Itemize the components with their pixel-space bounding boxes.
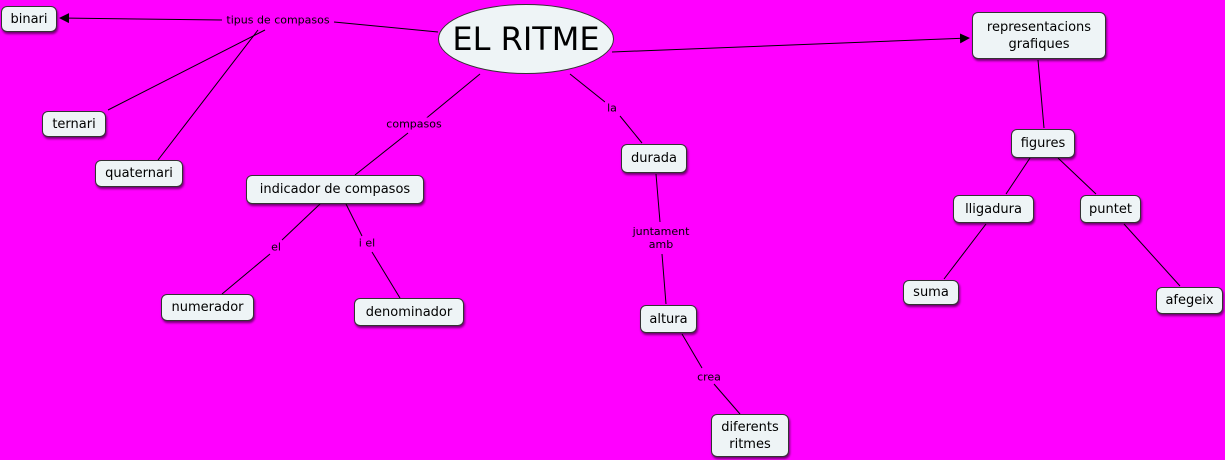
concept-altura[interactable]: altura — [640, 305, 697, 333]
link-durada-juntament — [655, 173, 661, 223]
concept-representacions-grafiques[interactable]: representacions grafiques — [972, 12, 1106, 59]
link-tipus-quaternari — [157, 29, 259, 161]
concept-durada[interactable]: durada — [621, 144, 687, 173]
link-root-la — [569, 73, 606, 103]
link-tipus-ternari — [107, 29, 266, 111]
concept-binari[interactable]: binari — [1, 6, 57, 32]
link-indicador-el — [281, 203, 321, 241]
concept-lligadura[interactable]: lligadura — [953, 195, 1034, 223]
concept-diferents-ritmes[interactable]: diferents ritmes — [711, 414, 789, 457]
link-lligadura-suma — [943, 223, 987, 280]
concept-numerador[interactable]: numerador — [161, 294, 254, 321]
link-figures-puntet — [1057, 157, 1097, 195]
link-el-numerador — [221, 253, 271, 295]
concept-suma[interactable]: suma — [903, 280, 959, 305]
concept-quaternari[interactable]: quaternari — [95, 160, 183, 187]
label-el: el — [269, 240, 283, 254]
link-juntament-altura — [661, 253, 667, 305]
label-juntament-amb: juntament amb — [630, 225, 692, 251]
link-root-tipus — [333, 21, 439, 33]
link-root-representacions — [611, 33, 970, 53]
label-i-el: i el — [356, 236, 378, 250]
link-puntet-afegeix — [1123, 223, 1181, 287]
link-la-durada — [619, 115, 643, 144]
concept-ternari[interactable]: ternari — [42, 111, 106, 137]
concept-indicador-de-compasos[interactable]: indicador de compasos — [246, 175, 424, 204]
link-compasos-indicador — [354, 132, 409, 176]
label-compasos: compasos — [384, 117, 444, 131]
label-tipus-de-compasos: tipus de compasos — [224, 13, 332, 27]
label-crea: crea — [695, 370, 723, 384]
link-altura-crea — [681, 333, 703, 369]
label-la: la — [605, 101, 619, 115]
concept-afegeix[interactable]: afegeix — [1156, 287, 1223, 314]
link-representacions-figures — [1037, 59, 1045, 129]
link-iel-denominador — [371, 251, 401, 299]
concept-figures[interactable]: figures — [1011, 129, 1075, 158]
root-concept-el-ritme[interactable]: EL RITME — [438, 4, 614, 74]
concept-denominador[interactable]: denominador — [354, 298, 464, 326]
link-root-compasos — [417, 73, 481, 126]
link-crea-diferents — [713, 383, 741, 415]
concept-puntet[interactable]: puntet — [1080, 195, 1141, 223]
link-indicador-iel — [345, 203, 363, 237]
link-tipus-binari — [59, 13, 223, 24]
link-figures-lligadura — [1005, 157, 1031, 195]
